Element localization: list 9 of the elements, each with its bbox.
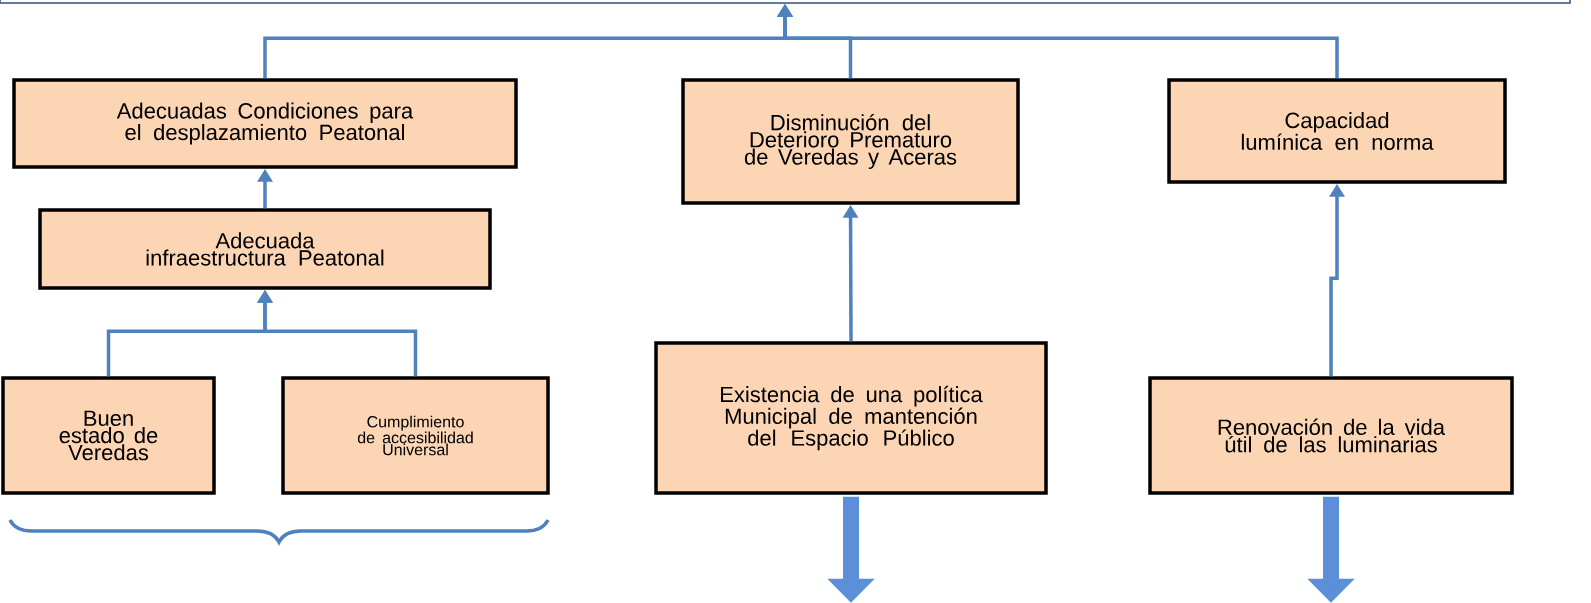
cause-box: Cumplimiento de accesibilidad Universal [281, 376, 550, 495]
cause-box: Adecuada infraestructura Peatonal [38, 208, 492, 290]
cause-box: Capacidad lumínica en norma [1167, 78, 1507, 184]
cause-box: Renovación de la vida útil de las luminarias [1148, 376, 1514, 495]
cause-box: Buen estado de Veredas [1, 376, 216, 495]
cause-box: Disminución del Deterioro Prematuro de Veredas y Aceras [681, 78, 1020, 205]
cause-box: Existencia de una política Municipal de mantención del Espacio Público [654, 341, 1048, 495]
top-box [0, 0, 1571, 4]
cause-box: Adecuadas Condiciones para el desplazamiento Peatonal [12, 78, 518, 169]
